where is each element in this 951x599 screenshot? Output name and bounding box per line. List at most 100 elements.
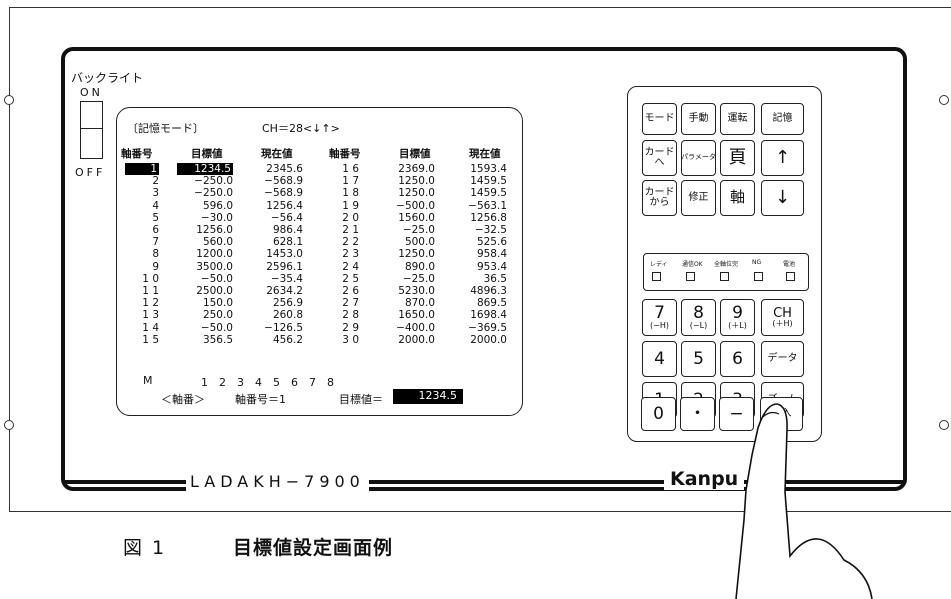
cell-axis-no-right: 2 6 xyxy=(342,285,359,297)
memory-key[interactable]: 記憶 xyxy=(761,103,804,135)
cell-axis-no-left: 1 5 xyxy=(142,333,159,346)
enter-key[interactable]: 記入 xyxy=(760,397,803,431)
run-key[interactable]: 運転 xyxy=(720,103,755,135)
up-arrow-key[interactable]: ↑ xyxy=(761,140,804,176)
mount-hole-bottom-left xyxy=(4,420,14,430)
cell-target-right: 5230.0 xyxy=(398,285,435,297)
cell-target-left: 3500.0 xyxy=(196,260,233,273)
ng-lamp xyxy=(754,272,763,281)
parameter-key[interactable]: パラメータ xyxy=(681,140,716,176)
cell-target-left: −250.0 xyxy=(194,175,233,188)
inner-bezel xyxy=(61,47,907,491)
cell-axis-no-right: 3 0 xyxy=(342,333,359,346)
card-from-label-2: から xyxy=(649,197,670,208)
cell-target-left: 356.5 xyxy=(202,333,233,346)
cell-axis-no-left: 1 2 xyxy=(142,297,159,310)
mount-hole-bottom-right xyxy=(939,420,949,430)
header-current-1: 現在値 xyxy=(261,148,293,160)
cell-current-right: 2000.0 xyxy=(470,333,507,346)
model-line xyxy=(64,480,904,484)
comm-ok-lamp xyxy=(686,272,695,281)
ng-lamp-label: NG xyxy=(752,259,762,266)
cell-current-right: −563.1 xyxy=(468,199,507,212)
backlight-switch[interactable] xyxy=(80,101,103,159)
cell-current-left: 2634.2 xyxy=(266,285,303,297)
cell-axis-no-right: 2 4 xyxy=(342,260,359,273)
cell-target-right: −400.0 xyxy=(396,321,435,334)
target-value-label: 目標値＝ xyxy=(339,393,383,406)
cell-target-right: 1250.0 xyxy=(398,248,435,261)
axis-mode-label: ＜軸番＞ xyxy=(161,393,205,406)
cell-axis-no-left: 1 1 xyxy=(142,285,159,297)
mode-key[interactable]: モード xyxy=(642,103,677,135)
key-8[interactable]: 8(−L) xyxy=(681,299,716,336)
card-to-key[interactable]: カード へ xyxy=(642,140,677,176)
cell-axis-no-left: 6 xyxy=(152,224,159,236)
cell-axis-no-right: 1 9 xyxy=(342,199,359,212)
m-label: M xyxy=(143,374,153,387)
down-arrow-key[interactable]: ↓ xyxy=(761,180,804,216)
cell-current-left: −568.9 xyxy=(264,175,303,188)
key-4[interactable]: 4 xyxy=(642,341,677,377)
header-target-2: 目標値 xyxy=(399,148,431,160)
cell-current-left: −56.4 xyxy=(270,211,303,224)
cell-current-right: 36.5 xyxy=(483,272,507,285)
cell-target-left[interactable]: 1234.5 xyxy=(177,163,233,175)
header-axis-no-1: 軸番号 xyxy=(121,148,153,160)
cell-target-left: 560.0 xyxy=(202,236,233,249)
correct-key[interactable]: 修正 xyxy=(681,180,716,216)
card-from-label-1: カード xyxy=(644,186,675,198)
brand-logo: Kanpu xyxy=(664,468,745,490)
cell-axis-no-right: 2 2 xyxy=(342,236,359,249)
cell-axis-no-right: 1 8 xyxy=(342,187,359,200)
axis-key[interactable]: 軸 xyxy=(720,180,755,216)
cell-axis-no-left: 9 xyxy=(152,260,159,273)
cell-axis-no-right: 2 1 xyxy=(342,224,359,236)
manual-key[interactable]: 手動 xyxy=(681,103,716,135)
channel-key[interactable]: CH(＋H) xyxy=(761,299,804,336)
cell-target-right: −500.0 xyxy=(396,199,435,212)
cell-axis-no-right: 2 8 xyxy=(342,309,359,322)
cell-axis-no-right: 2 0 xyxy=(342,211,359,224)
cell-current-right: 1698.4 xyxy=(470,309,507,322)
key-0[interactable]: 0 xyxy=(641,397,676,431)
key-5[interactable]: 5 xyxy=(681,341,716,377)
key-7[interactable]: 7(−H) xyxy=(642,299,677,336)
cell-current-right: 525.6 xyxy=(476,236,507,249)
cell-current-right: 1459.5 xyxy=(470,187,507,200)
data-key[interactable]: データ xyxy=(761,341,804,377)
key-6[interactable]: 6 xyxy=(720,341,755,377)
cell-target-right: 870.0 xyxy=(404,297,435,310)
cell-target-right: 2369.0 xyxy=(398,163,435,175)
figure-title: 目標値設定画面例 xyxy=(233,537,394,559)
cell-current-left: 1256.4 xyxy=(266,199,303,212)
target-value-input[interactable]: 1234.5 xyxy=(393,389,463,404)
cell-target-left: 1200.0 xyxy=(196,248,233,261)
key-9[interactable]: 9(＋L) xyxy=(720,299,755,336)
header-axis-no-2: 軸番号 xyxy=(329,148,361,160)
cell-target-left: 596.0 xyxy=(202,199,233,212)
all-axis-lamp-label: 全軸位完 xyxy=(714,261,739,268)
minus-key[interactable]: − xyxy=(719,397,754,431)
cell-target-right: 1650.0 xyxy=(398,309,435,322)
cell-current-left: −126.5 xyxy=(264,321,303,334)
cell-axis-no-left: 1 xyxy=(125,163,159,175)
cell-current-left: 2345.6 xyxy=(266,163,303,175)
keypad: モード 手動 運転 記憶 カード へ パラメータ 頁 ↑ カード から 修正 軸… xyxy=(627,86,822,442)
cell-current-right: 1593.4 xyxy=(470,163,507,175)
card-from-key[interactable]: カード から xyxy=(642,180,677,216)
cell-axis-no-right: 1 6 xyxy=(342,163,359,175)
page-key[interactable]: 頁 xyxy=(720,140,755,176)
cell-target-right: 1250.0 xyxy=(398,175,435,188)
cell-target-right: 890.0 xyxy=(404,260,435,273)
figure-number: 図 1 xyxy=(123,537,167,559)
decimal-point-key[interactable]: ・ xyxy=(680,397,715,431)
header-current-2: 現在値 xyxy=(469,148,501,160)
card-to-label-2: へ xyxy=(654,157,665,168)
cell-target-left: 150.0 xyxy=(202,297,233,310)
